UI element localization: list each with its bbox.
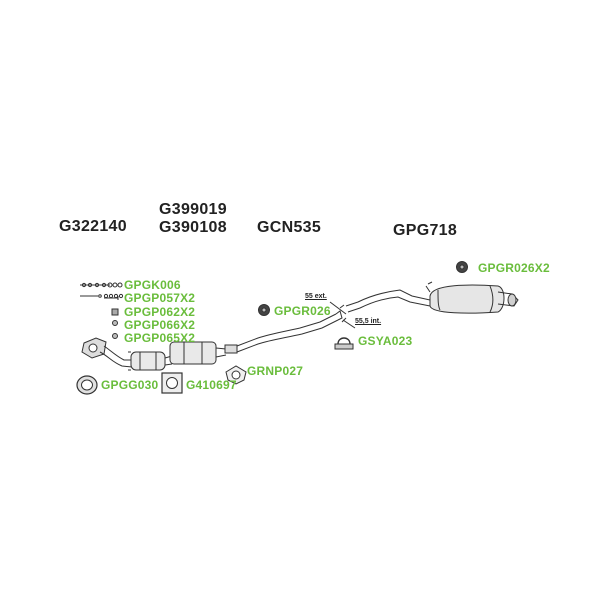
accessory-code-nut1[interactable]: GPGP062X2 — [124, 305, 196, 319]
nut-flange-icon[interactable] — [112, 333, 118, 339]
front-flange-icon[interactable] — [81, 337, 107, 359]
part-code-rear-muffler[interactable]: GPG718 — [393, 222, 458, 239]
accessory-code-gasket[interactable]: GPGG030 — [101, 378, 159, 392]
part-code-cat1[interactable]: G322140 — [59, 218, 127, 235]
dimension-label-int: 55,5 int. — [355, 318, 382, 325]
accessory-code-nut3[interactable]: GPGP065X2 — [124, 331, 196, 345]
accessory-code-ring[interactable]: GRNP027 — [247, 364, 304, 378]
accessory-code-rubber-center[interactable]: GPGR026 — [274, 304, 331, 318]
rear-pipe-part[interactable] — [345, 289, 431, 313]
accessory-code-nut2[interactable]: GPGP066X2 — [124, 318, 196, 332]
flange-plate-icon[interactable] — [161, 372, 183, 394]
fastener-kit-icon[interactable] — [80, 282, 123, 288]
catalytic-converter-part[interactable] — [99, 345, 166, 371]
accessory-code-kit[interactable]: GPGK006 — [124, 278, 181, 292]
accessory-code-bolt[interactable]: GPGP057X2 — [124, 291, 196, 305]
accessory-code-clamp[interactable]: GSYA023 — [358, 334, 413, 348]
nut-small-icon[interactable] — [112, 320, 118, 326]
nut-icon[interactable] — [111, 308, 119, 316]
clamp-icon[interactable] — [334, 337, 354, 350]
part-code-cat3[interactable]: G390108 — [159, 219, 227, 236]
bolt-long-icon[interactable] — [104, 296, 119, 300]
part-code-center-pipe[interactable]: GCN535 — [257, 219, 322, 236]
part-code-cat2[interactable]: G399019 — [159, 201, 227, 218]
accessory-code-rubber-rear[interactable]: GPGR026X2 — [478, 261, 550, 275]
rubber-mount-center-icon[interactable] — [258, 304, 270, 316]
gasket-icon[interactable] — [76, 375, 98, 395]
rear-muffler-part[interactable] — [425, 281, 519, 314]
accessory-code-flange[interactable]: G410697 — [186, 378, 237, 392]
center-pipe-part[interactable] — [224, 304, 347, 354]
sealing-ring-icon[interactable] — [225, 365, 247, 385]
converter-section-part[interactable] — [164, 341, 227, 366]
bolt-icon[interactable] — [80, 293, 124, 299]
dimension-label-ext: 55 ext. — [305, 293, 327, 300]
dimension-lines — [329, 301, 356, 329]
rubber-mount-rear-icon[interactable] — [456, 261, 468, 273]
